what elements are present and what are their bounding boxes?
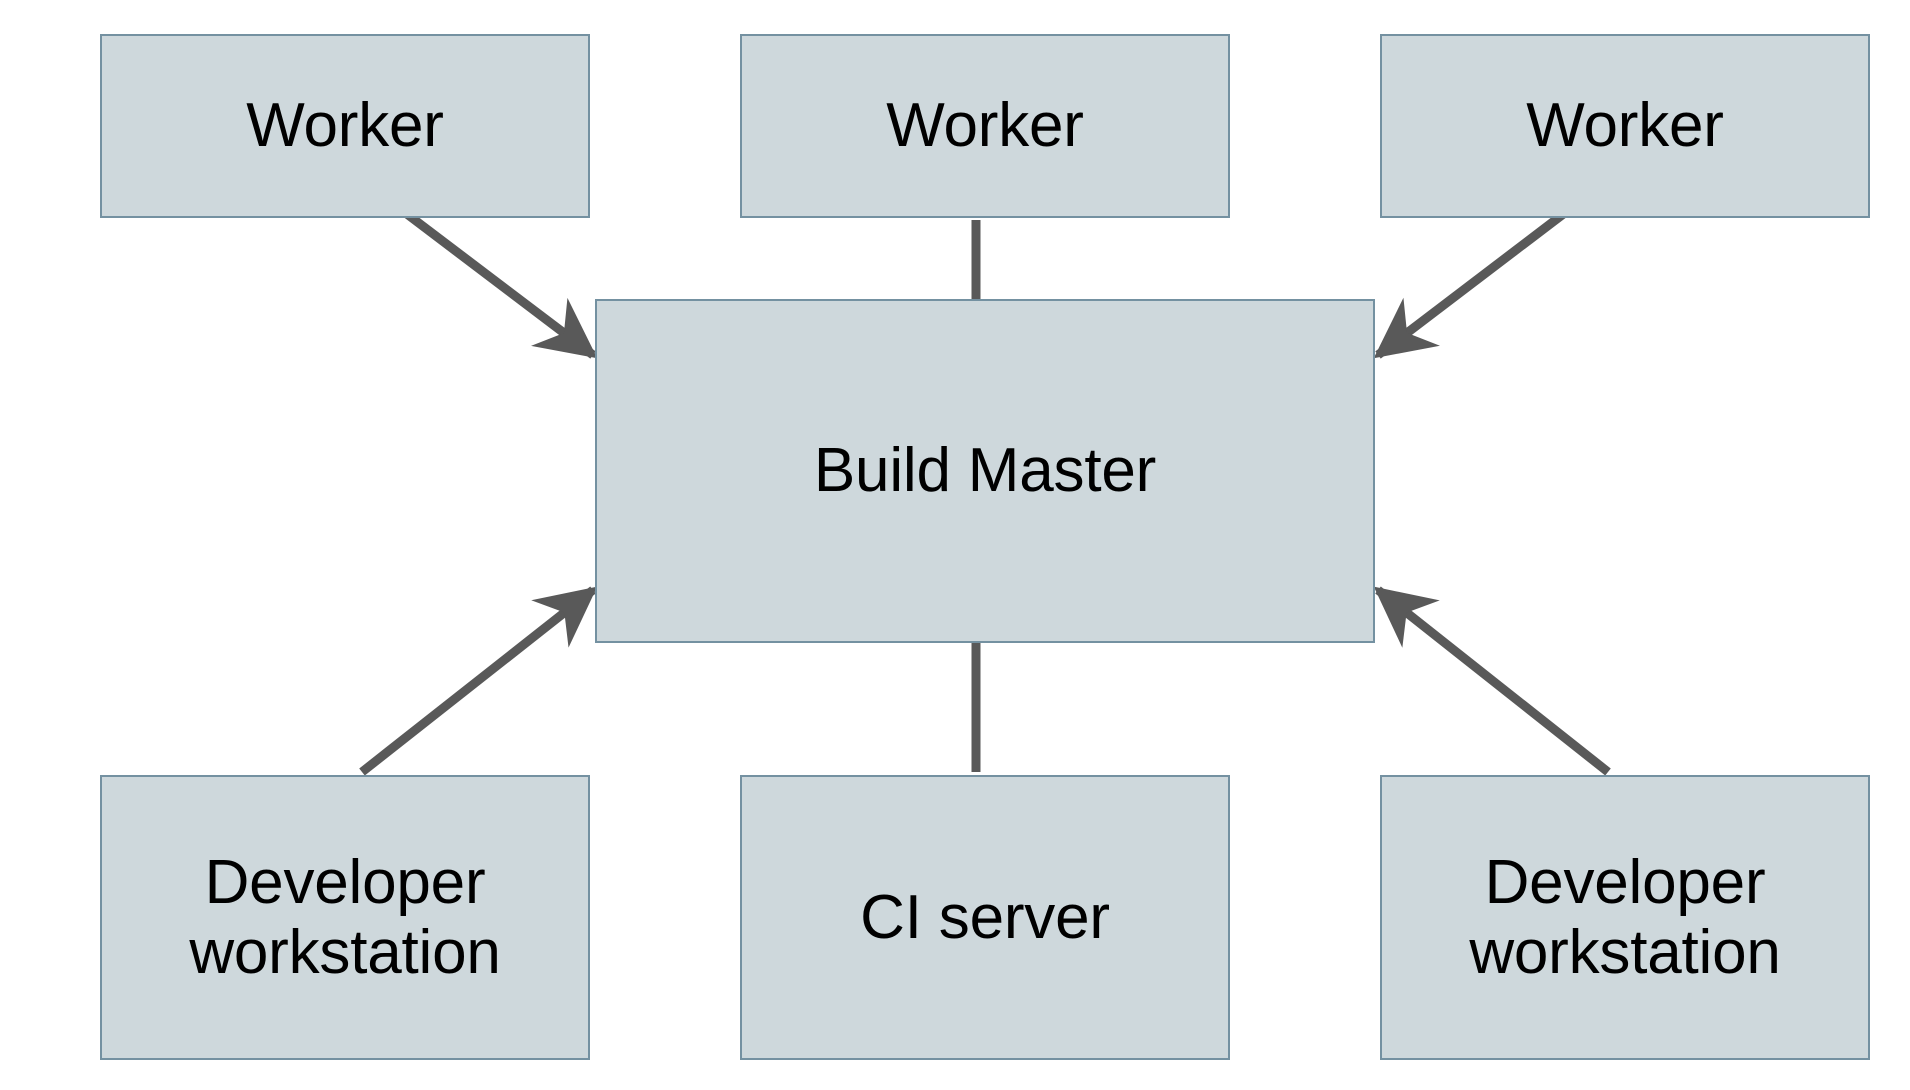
node-developer-workstation-left[interactable]: Developer workstation: [100, 775, 590, 1060]
node-worker-2-label: Worker: [886, 91, 1084, 161]
edge-dev2-to-build-master: [1373, 586, 1611, 776]
node-ci-server-label: CI server: [860, 882, 1110, 952]
node-worker-3-label: Worker: [1526, 91, 1724, 161]
node-worker-1-label: Worker: [246, 91, 444, 161]
node-developer-workstation-right-label: Developer workstation: [1469, 848, 1781, 987]
node-worker-1[interactable]: Worker: [100, 34, 590, 218]
node-developer-workstation-right[interactable]: Developer workstation: [1380, 775, 1870, 1060]
node-ci-server[interactable]: CI server: [740, 775, 1230, 1060]
node-build-master-label: Build Master: [813, 436, 1157, 506]
edge-dev1-to-build-master: [359, 586, 598, 776]
node-developer-workstation-left-label: Developer workstation: [189, 848, 501, 987]
node-build-master[interactable]: Build Master: [595, 299, 1375, 643]
node-worker-2[interactable]: Worker: [740, 34, 1230, 218]
node-worker-3[interactable]: Worker: [1380, 34, 1870, 218]
